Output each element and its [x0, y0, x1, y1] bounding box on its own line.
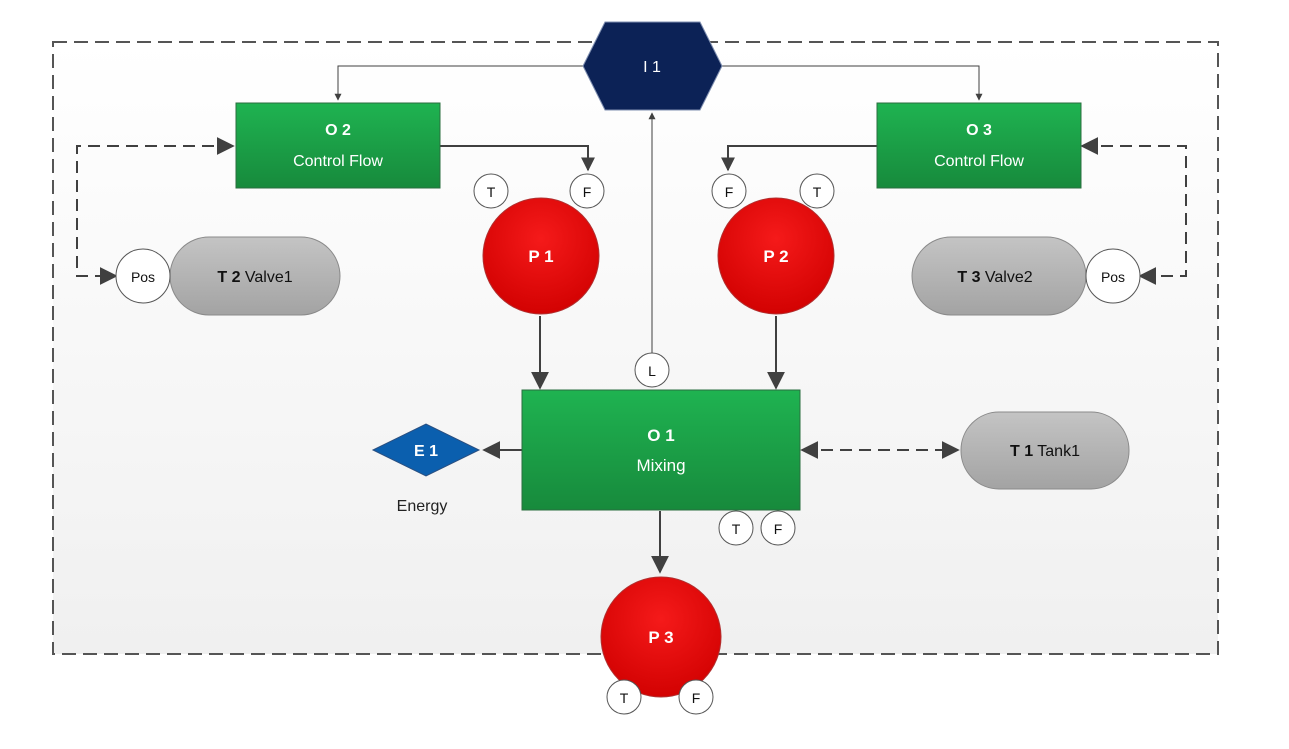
sensor-t3-position-label: Pos — [1101, 269, 1125, 285]
product-p3-label: P 3 — [648, 628, 673, 647]
sensor-p2-temperature-label: T — [813, 184, 822, 200]
sensor-p2-temperature[interactable]: T — [799, 173, 835, 209]
sensor-p3-temperature-label: T — [620, 690, 629, 706]
sensor-t2-position-label: Pos — [131, 269, 155, 285]
sensor-o1-temperature-label: T — [732, 521, 741, 537]
sensor-p1-flow-label: F — [583, 184, 592, 200]
product-p1[interactable]: P 1 — [482, 197, 600, 315]
resource-t3-id: T 3 — [957, 269, 980, 286]
sensor-p1-temperature-label: T — [487, 184, 496, 200]
sensor-p2-flow[interactable]: F — [711, 173, 747, 209]
product-p2[interactable]: P 2 — [717, 197, 835, 315]
edge-i1-o3 — [722, 65, 983, 101]
operation-o2-sub: Control Flow — [293, 153, 383, 170]
edge-o2-t2 — [76, 137, 235, 285]
operation-o3-label: O 3 — [966, 122, 992, 139]
sensor-p2-flow-label: F — [725, 184, 734, 200]
energy-e1[interactable]: E 1 — [371, 423, 481, 477]
resource-t1-name: Tank1 — [1037, 443, 1080, 460]
information-node-i1[interactable]: I 1 — [582, 21, 723, 111]
operation-o2-label: O 2 — [325, 122, 351, 139]
sensor-o1-flow-label: F — [774, 521, 783, 537]
sensor-p3-temperature[interactable]: T — [606, 679, 642, 715]
edge-o2-p1 — [440, 145, 595, 172]
operation-o3[interactable]: O 3 Control Flow — [876, 102, 1082, 189]
sensor-t3-position[interactable]: Pos — [1085, 248, 1141, 304]
product-p2-label: P 2 — [763, 247, 788, 266]
energy-caption: Energy — [397, 498, 448, 515]
resource-t1-text: T 1 Tank1 — [1010, 443, 1080, 460]
operation-o1-sub: Mixing — [636, 456, 685, 475]
sensor-p1-flow[interactable]: F — [569, 173, 605, 209]
sensor-p3-flow-label: F — [692, 690, 701, 706]
connectors — [76, 65, 1187, 574]
edge-i1-o2 — [334, 65, 583, 101]
operation-o2[interactable]: O 2 Control Flow — [235, 102, 441, 189]
edge-o3-t3 — [1080, 137, 1187, 285]
resource-t2[interactable]: T 2 Valve1 — [169, 236, 341, 316]
product-p3[interactable]: P 3 — [600, 576, 722, 698]
sensor-o1-level[interactable]: L — [634, 352, 670, 388]
sensor-p3-flow[interactable]: F — [678, 679, 714, 715]
info-label: I 1 — [643, 59, 661, 76]
resource-t1-id: T 1 — [1010, 443, 1033, 460]
sensor-o1-level-label: L — [648, 363, 656, 379]
sensor-t2-position[interactable]: Pos — [115, 248, 171, 304]
edge-o3-p2 — [721, 145, 877, 172]
resource-t3-text: T 3 Valve2 — [957, 269, 1032, 286]
resource-t2-id: T 2 — [217, 269, 240, 286]
resource-t1[interactable]: T 1 Tank1 — [960, 411, 1130, 490]
product-p1-label: P 1 — [528, 247, 553, 266]
sensor-o1-flow[interactable]: F — [760, 510, 796, 546]
sensor-o1-temperature[interactable]: T — [718, 510, 754, 546]
operation-o1[interactable]: O 1 Mixing — [521, 389, 801, 511]
resource-t2-text: T 2 Valve1 — [217, 269, 292, 286]
sensor-p1-temperature[interactable]: T — [473, 173, 509, 209]
operation-o1-label: O 1 — [647, 426, 674, 445]
operation-o3-sub: Control Flow — [934, 153, 1024, 170]
sensors: T F F T L T F T — [115, 173, 1141, 715]
resource-t3[interactable]: T 3 Valve2 — [911, 236, 1087, 316]
resource-t2-name: Valve1 — [245, 269, 293, 286]
energy-e1-label: E 1 — [414, 443, 438, 460]
resource-t3-name: Valve2 — [985, 269, 1033, 286]
